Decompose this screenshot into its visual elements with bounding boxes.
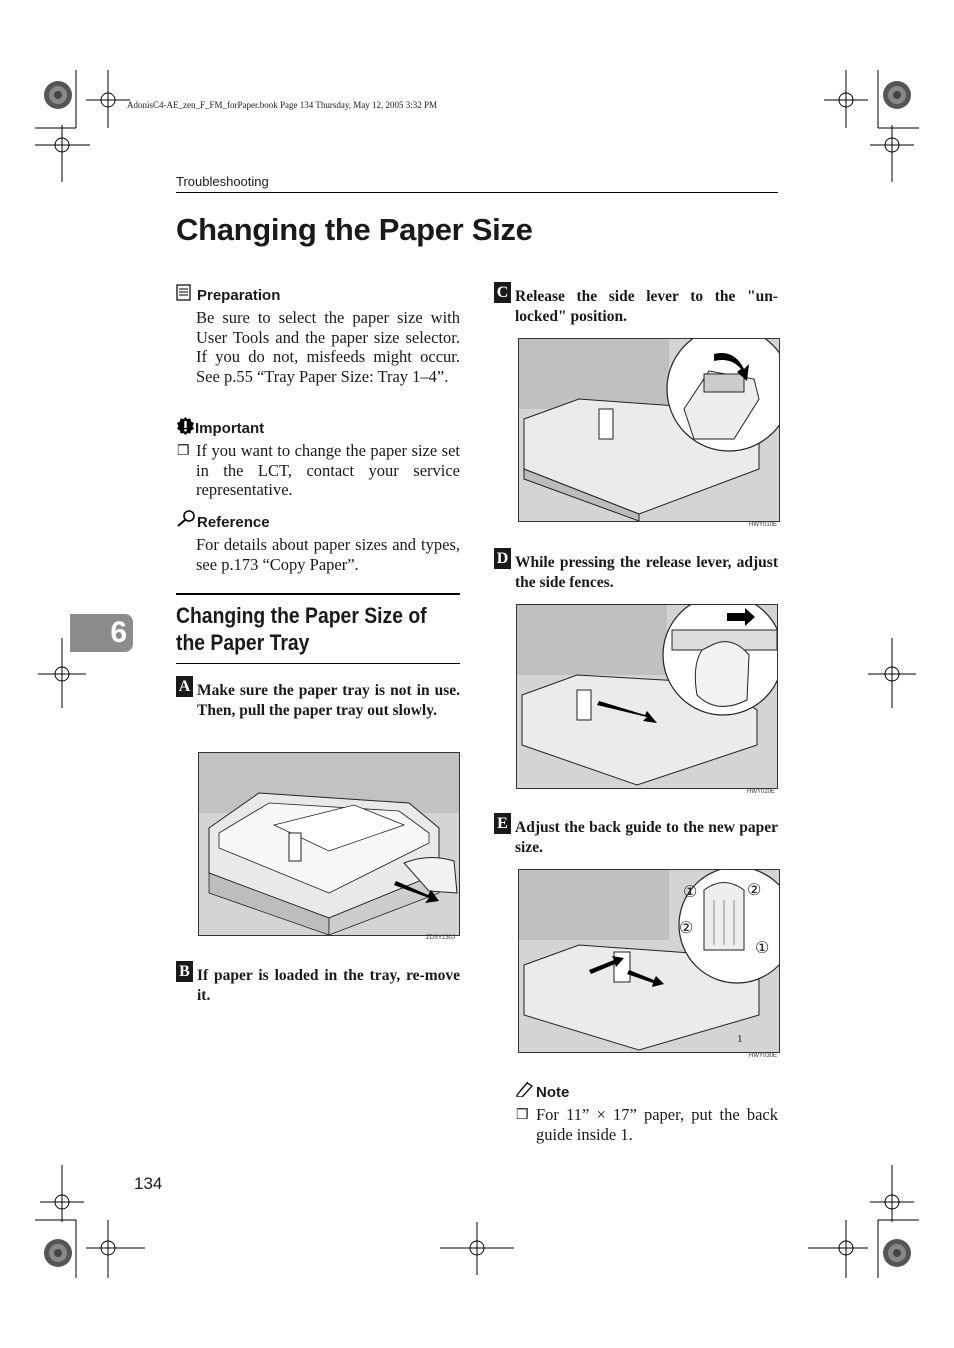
step-4-number: D	[494, 548, 511, 569]
note-text: For 11” × 17” paper, put the back guide …	[536, 1105, 778, 1144]
step-2-number: B	[176, 961, 193, 982]
reference-text: For details about paper sizes and types,…	[196, 535, 460, 574]
important-text: If you want to change the paper size set…	[196, 441, 460, 499]
reference-heading: Reference	[197, 514, 270, 531]
step-3-number: C	[494, 282, 511, 303]
header-rule	[176, 192, 778, 193]
running-head: Troubleshooting	[176, 174, 269, 189]
preparation-heading: Preparation	[197, 287, 281, 304]
important-icon	[177, 417, 194, 435]
preparation-icon	[176, 284, 191, 301]
callout-1a: ①	[683, 884, 698, 901]
step-1-text: Make sure the paper tray is not in use. …	[197, 682, 460, 719]
color-target-icon	[883, 1239, 911, 1267]
note-heading: Note	[536, 1084, 570, 1101]
note-icon	[516, 1081, 534, 1097]
back-guide-illustration	[519, 870, 779, 1052]
page-number: 134	[134, 1174, 163, 1193]
color-target-icon	[883, 81, 911, 109]
step-1-figure	[198, 752, 460, 936]
section-title: Changing the Paper Size of the Paper Tra…	[176, 603, 427, 655]
step-3-text: Release the side lever to the "un-locked…	[515, 288, 778, 325]
step-5-number: E	[494, 813, 511, 834]
step-3-figure-code: HWY010E	[749, 522, 778, 528]
important-bullet: ❒	[177, 444, 190, 459]
color-target-icon	[44, 1239, 72, 1267]
callout-2b: ②	[679, 920, 694, 937]
step-4-text: While pressing the release lever, adjust…	[515, 554, 778, 591]
step-2-text: If paper is loaded in the tray, re-move …	[197, 967, 460, 1004]
note-bullet: ❒	[516, 1108, 529, 1123]
reference-icon	[177, 510, 195, 527]
paper-tray-pull-illustration	[199, 753, 459, 935]
step-5-text: Adjust the back guide to the new paper s…	[515, 819, 778, 856]
file-info: AdonisC4-AE_zen_F_FM_forPaper.book Page …	[127, 100, 437, 110]
step-3-figure	[518, 338, 780, 522]
step-4-figure	[516, 604, 778, 789]
callout-number-1: 1	[737, 1033, 743, 1045]
color-target-icon	[44, 81, 72, 109]
callout-2a: ②	[747, 882, 762, 899]
step-1-number: A	[176, 676, 193, 697]
step-1-figure-code: ZDSY130J	[426, 935, 456, 941]
step-5-figure: ① ② ② ① 1	[518, 869, 780, 1053]
step-4-figure-code: HWY020E	[747, 789, 776, 795]
preparation-text: Be sure to select the paper size with Us…	[196, 308, 460, 386]
side-lever-illustration	[519, 339, 779, 521]
section-rule-bottom	[176, 663, 460, 664]
step-5-figure-code: HWY030E	[749, 1053, 778, 1059]
section-rule-top	[176, 593, 460, 595]
side-fence-illustration	[517, 605, 777, 788]
callout-1b: ①	[755, 940, 770, 957]
page-title: Changing the Paper Size	[176, 212, 533, 247]
chapter-tab: 6	[70, 614, 133, 652]
important-heading: Important	[195, 420, 265, 437]
